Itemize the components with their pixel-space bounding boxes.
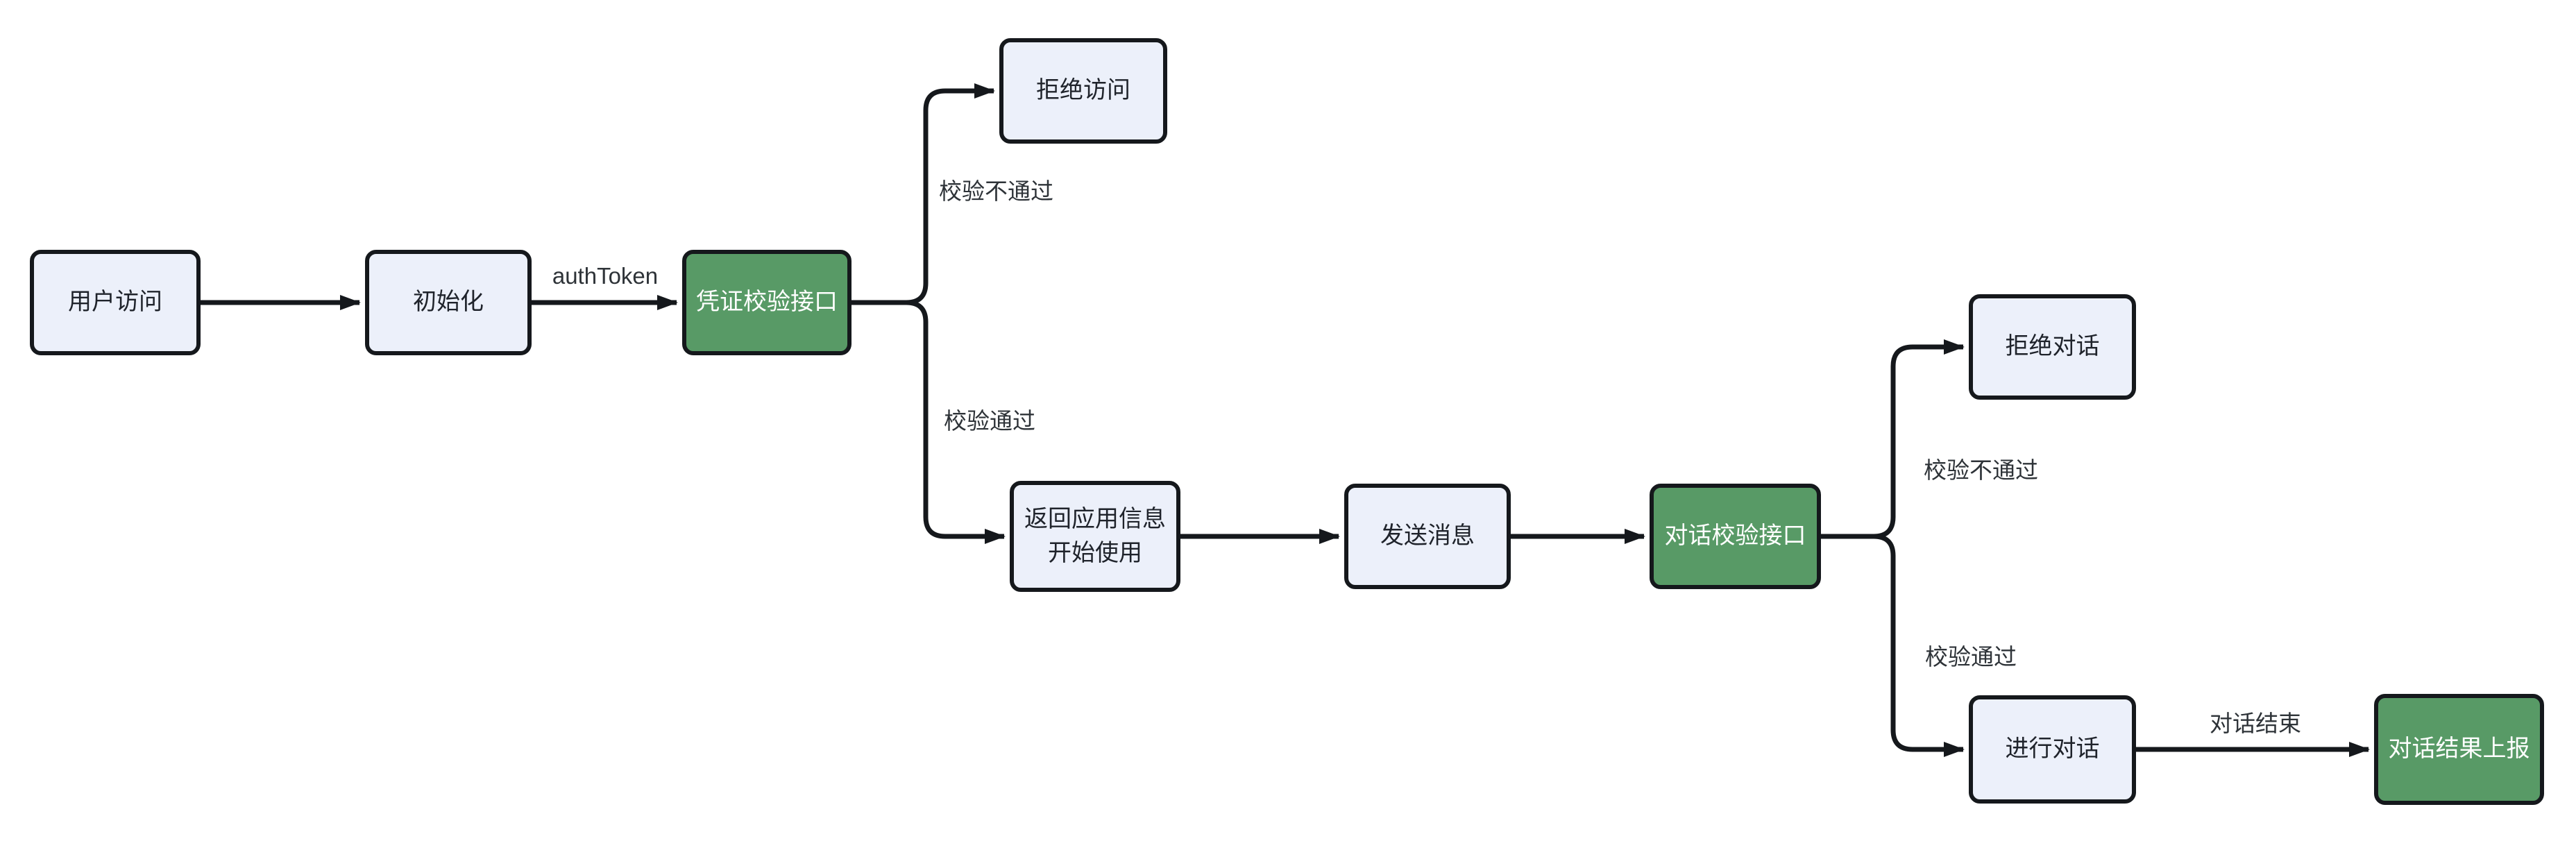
node-label-deny_dialog: 拒绝对话: [2005, 333, 2100, 360]
edge-label-e3: 校验不通过: [939, 178, 1053, 204]
node-label-cred_check: 凭证校验接口: [696, 289, 838, 316]
edge-label-e2: authToken: [552, 263, 659, 289]
node-do_dialog: 进行对话: [1969, 695, 2136, 804]
node-return_info: 返回应用信息 开始使用: [1010, 481, 1180, 592]
node-send_msg: 发送消息: [1344, 484, 1511, 589]
edge-dialog_check-to-do_dialog: [1821, 534, 1965, 757]
node-report: 对话结果上报: [2374, 694, 2544, 805]
node-label-do_dialog: 进行对话: [2005, 736, 2100, 763]
node-init: 初始化: [365, 250, 532, 355]
edge-label-e4: 校验通过: [944, 408, 1035, 434]
node-label-report: 对话结果上报: [2388, 736, 2530, 763]
node-deny_access: 拒绝访问: [999, 38, 1167, 144]
node-label-init: 初始化: [413, 289, 484, 316]
edge-dialog_check-to-deny_dialog: [1821, 339, 1965, 539]
node-label-user_access: 用户访问: [68, 289, 162, 316]
edge-label-e8: 校验通过: [1925, 644, 2017, 670]
edge-label-e7: 校验不通过: [1924, 457, 2038, 483]
node-label-return_info: 返回应用信息 开始使用: [1024, 505, 1166, 566]
edge-label-e9: 对话结束: [2210, 711, 2301, 736]
edge-cred_check-to-return_info: [851, 300, 1006, 544]
node-dialog_check: 对话校验接口: [1650, 484, 1821, 589]
node-cred_check: 凭证校验接口: [682, 250, 851, 355]
node-user_access: 用户访问: [30, 250, 201, 355]
node-deny_dialog: 拒绝对话: [1969, 294, 2136, 400]
node-label-send_msg: 发送消息: [1380, 523, 1475, 550]
node-label-deny_access: 拒绝访问: [1036, 77, 1130, 104]
node-label-dialog_check: 对话校验接口: [1664, 523, 1806, 550]
